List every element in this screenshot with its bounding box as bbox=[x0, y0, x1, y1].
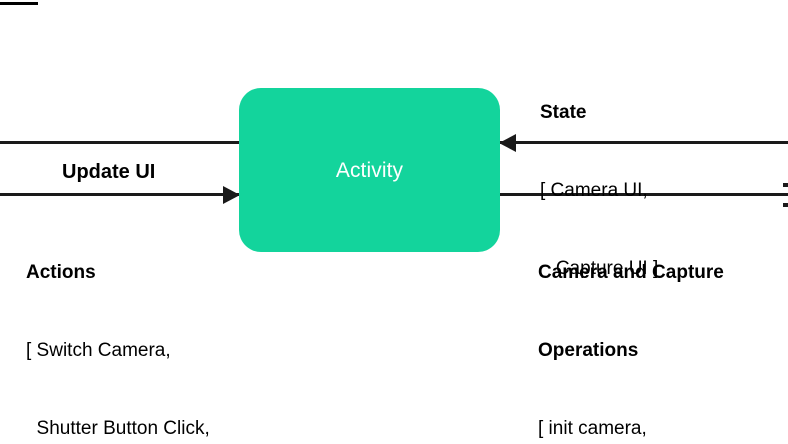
edge-marker-bottom bbox=[783, 203, 788, 207]
actions-item: Shutter Button Click, bbox=[26, 418, 210, 439]
operations-heading-line1: Camera and Capture bbox=[538, 262, 724, 283]
operations-item: [ init camera, bbox=[538, 418, 647, 439]
actions-item: [ Switch Camera, bbox=[26, 340, 171, 361]
connector-line-update-ui bbox=[0, 141, 240, 144]
flow-label-actions: Actions [ Switch Camera, Shutter Button … bbox=[26, 208, 256, 444]
arrowhead-left-state bbox=[499, 134, 516, 152]
actions-heading: Actions bbox=[26, 262, 96, 283]
flow-label-state: State [ Camera UI, Capture UI ] bbox=[540, 48, 658, 334]
arrowhead-right-actions bbox=[223, 186, 240, 204]
state-item: [ Camera UI, bbox=[540, 180, 648, 201]
update-ui-heading: Update UI bbox=[62, 161, 156, 183]
edge-marker-top bbox=[783, 183, 788, 187]
connector-line-actions bbox=[0, 193, 240, 196]
activity-node-label: Activity bbox=[335, 158, 404, 182]
state-heading: State bbox=[540, 102, 587, 123]
activity-node: Activity bbox=[239, 88, 500, 252]
flow-label-update-ui: Update UI bbox=[62, 107, 155, 237]
operations-heading-line2: Operations bbox=[538, 340, 639, 361]
top-left-marker bbox=[0, 2, 38, 5]
connector-line-state bbox=[498, 141, 788, 144]
state-item: Capture UI ] bbox=[540, 258, 659, 279]
flow-label-operations: Camera and Capture Operations [ init cam… bbox=[538, 208, 724, 444]
connector-line-operations bbox=[498, 193, 788, 196]
